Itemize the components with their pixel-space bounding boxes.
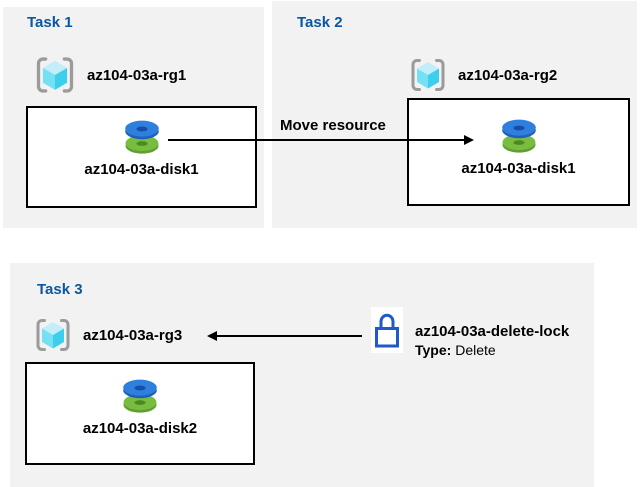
task2-disk-label: az104-03a-disk1 xyxy=(461,160,576,177)
task2-rg-label: az104-03a-rg2 xyxy=(458,66,558,84)
task1-resource-group: az104-03a-rg1 xyxy=(33,53,186,97)
disk-icon xyxy=(123,379,157,413)
lock-icon xyxy=(375,313,399,348)
task1-resource-box: az104-03a-disk1 xyxy=(26,106,257,208)
lock-badge xyxy=(371,307,403,353)
task2-title: Task 2 xyxy=(297,14,343,31)
lock-type-label: Type: Delete xyxy=(415,341,569,359)
task3-title: Task 3 xyxy=(37,281,83,298)
move-resource-arrow-line xyxy=(168,139,464,141)
disk-icon xyxy=(124,120,159,154)
task1-title: Task 1 xyxy=(27,14,73,31)
task2-resource-group: az104-03a-rg2 xyxy=(408,55,557,95)
task1-disk-label: az104-03a-disk1 xyxy=(84,161,199,178)
lock-type-value: Delete xyxy=(455,342,496,358)
resource-group-icon xyxy=(36,319,70,351)
task1-rg-label: az104-03a-rg1 xyxy=(87,66,187,84)
lock-name-label: az104-03a-delete-lock xyxy=(415,323,570,340)
task2-panel: Task 2 az104-03a-rg2 az104-03a-disk1 xyxy=(272,1,637,228)
disk-icon xyxy=(501,119,536,153)
task3-panel: Task 3 az104-03a-rg3 az104-03a-disk2 xyxy=(10,263,594,487)
task2-resource-box: az104-03a-disk1 xyxy=(407,98,630,206)
move-resource-label: Move resource xyxy=(280,117,386,134)
move-resource-arrowhead-icon xyxy=(464,135,474,145)
lock-text-block: az104-03a-delete-lock Type: Delete xyxy=(415,322,569,359)
task3-rg-label: az104-03a-rg3 xyxy=(83,326,183,344)
task1-panel: Task 1 az104-03a-rg1 az104-03a-disk1 xyxy=(3,7,264,228)
task3-disk-label: az104-03a-disk2 xyxy=(82,420,198,437)
task3-resource-box: az104-03a-disk2 xyxy=(25,362,255,465)
task3-resource-group: az104-03a-rg3 xyxy=(33,315,182,355)
lock-type-key: Type: xyxy=(415,342,452,358)
resource-group-icon xyxy=(411,59,445,91)
lock-arrowhead-icon xyxy=(207,331,217,341)
resource-group-icon xyxy=(36,57,74,93)
lock-arrow-line xyxy=(217,335,362,337)
